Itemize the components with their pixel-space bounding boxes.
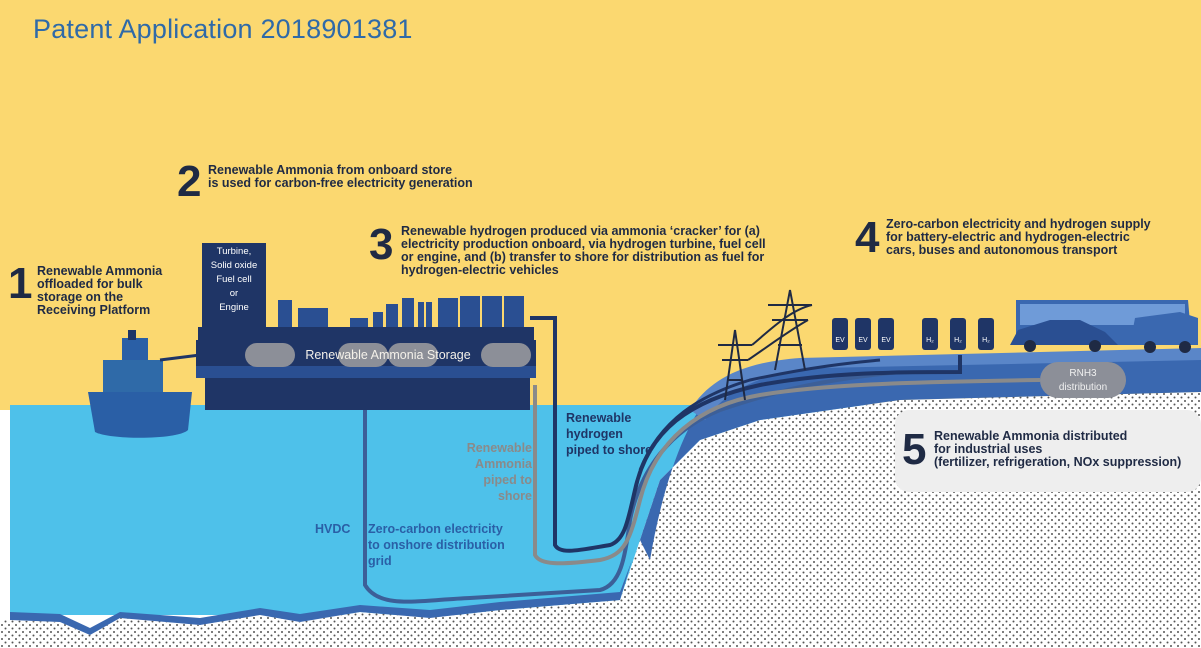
power-line-1 <box>638 358 881 471</box>
rnh3-label: RNH3 distribution <box>1058 368 1108 393</box>
h2-badge: H₂ <box>982 337 990 344</box>
h2-badge: H₂ <box>954 337 962 344</box>
turbine-label: Turbine, Solid oxide Fuel cell or Engine <box>210 246 258 313</box>
charging-stations <box>832 318 994 350</box>
storage-label: Renewable Ammonia Storage <box>305 348 471 362</box>
pylons <box>718 289 813 401</box>
storage-tanks <box>245 343 531 367</box>
step-4-caption: Zero-carbon electricity and hydrogen sup… <box>886 217 1151 257</box>
h2-badge: H₂ <box>926 337 934 344</box>
ev-badge: EV <box>881 337 891 344</box>
seabed-edge <box>10 560 632 635</box>
step-1-number: 1 <box>8 259 33 308</box>
step-5-caption: Renewable Ammonia distributed for indust… <box>934 429 1182 469</box>
ammonia-pipe-label: Renewable Ammonia piped to shore <box>466 441 532 503</box>
land-top <box>690 348 1201 420</box>
step-2-caption: Renewable Ammonia from onboard store is … <box>208 163 473 190</box>
step-3-number: 3 <box>369 220 394 269</box>
ammonia-pipe <box>533 378 1041 566</box>
ev-badge: EV <box>858 337 868 344</box>
hvdc-label: HVDC <box>315 522 351 536</box>
rnh3-tank <box>1040 362 1126 398</box>
tanker-ship <box>88 330 201 438</box>
vehicles <box>1010 300 1198 353</box>
step-1-caption: Renewable Ammonia offloaded for bulk sto… <box>37 264 163 317</box>
step-3-caption: Renewable hydrogen produced via ammonia … <box>401 224 766 277</box>
hydrogen-pipe-label: Renewable hydrogen piped to shore <box>566 411 653 457</box>
page-title: Patent Application 2018901381 <box>33 14 413 44</box>
step-5-number: 5 <box>902 425 927 474</box>
ev-badge: EV <box>835 337 845 344</box>
step-4-number: 4 <box>855 213 880 262</box>
step-5-panel <box>895 410 1201 492</box>
step-2-number: 2 <box>177 157 202 206</box>
electricity-cable-label: Zero-carbon electricity to onshore distr… <box>368 522 505 568</box>
land-mass <box>640 350 1201 560</box>
